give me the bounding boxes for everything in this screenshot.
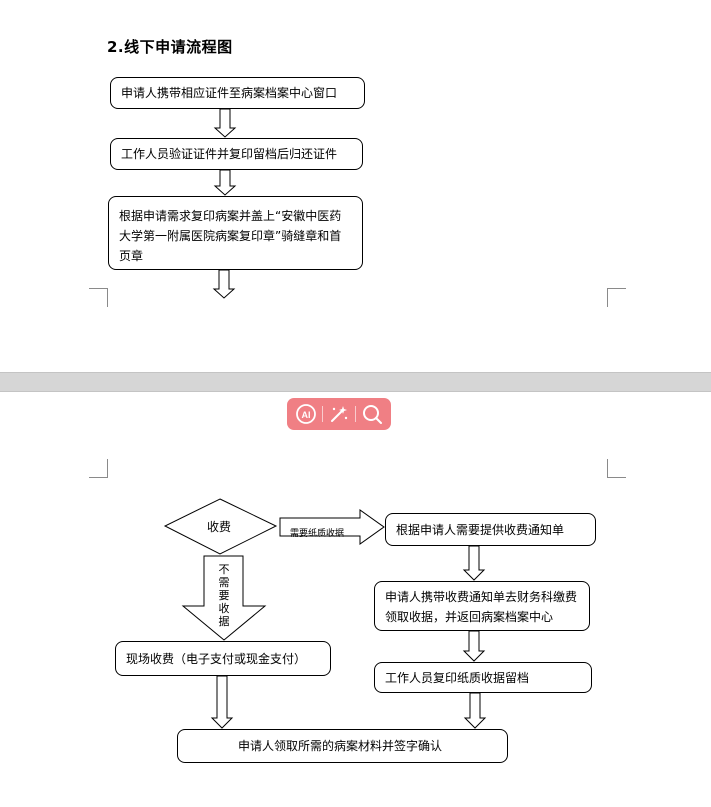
section-heading: 2.线下申请流程图 (107, 38, 233, 56)
flow-step-text: 申请人携带相应证件至病案档案中心窗口 (121, 86, 338, 100)
flow-step-pay-at-finance: 申请人携带收费通知单去财务科缴费领取收据，并返回病案档案中心 (374, 581, 590, 631)
right-branch-arrow (279, 509, 385, 545)
page-corner-mark (89, 459, 108, 478)
flow-step-text: 申请人领取所需的病案材料并签字确认 (238, 739, 443, 753)
branch-label-no-receipt: 不需要收据 (218, 563, 230, 628)
down-arrow-1 (213, 108, 237, 138)
flow-step-text: 申请人携带收费通知单去财务科缴费领取收据，并返回病案档案中心 (385, 590, 578, 624)
search-icon[interactable] (358, 401, 386, 427)
page-corner-mark (607, 288, 626, 307)
page-separator (0, 372, 711, 392)
svg-text:AI: AI (302, 410, 311, 420)
page-corner-mark (89, 288, 108, 307)
floating-toolbar: AI (287, 398, 391, 430)
branch-label-receipt-needed: 需要纸质收据 (290, 529, 345, 539)
down-arrow-2 (213, 169, 237, 196)
down-arrow-l1 (210, 675, 234, 729)
flow-step-text: 现场收费（电子支付或现金支付） (126, 651, 307, 666)
down-branch-arrow (181, 555, 267, 641)
flow-step-text: 根据申请需求复印病案并盖上“安徽中医药大学第一附属医院病案复印章”骑缝章和首页章 (119, 209, 342, 263)
flow-step-copy-receipt: 工作人员复印纸质收据留档 (374, 662, 592, 693)
down-arrow-r1 (462, 545, 486, 581)
flow-step-fee-notice: 根据申请人需要提供收费通知单 (385, 513, 596, 546)
flow-step-text: 根据申请人需要提供收费通知单 (396, 522, 565, 537)
down-arrow-r2 (462, 630, 486, 662)
magic-wand-icon[interactable] (325, 401, 353, 427)
flow-step-text: 工作人员复印纸质收据留档 (385, 670, 530, 685)
decision-label: 收费 (207, 520, 232, 534)
page-corner-mark (607, 459, 626, 478)
flow-step-collect-and-sign: 申请人领取所需的病案材料并签字确认 (177, 729, 508, 763)
decision-diamond (163, 498, 278, 555)
document-page-1: 2.线下申请流程图 申请人携带相应证件至病案档案中心窗口 工作人员验证证件并复印… (0, 0, 711, 372)
flow-step-copy-and-stamp: 根据申请需求复印病案并盖上“安徽中医药大学第一附属医院病案复印章”骑缝章和首页章 (108, 196, 363, 270)
flow-step-onsite-payment: 现场收费（电子支付或现金支付） (115, 641, 331, 676)
flow-step-text: 工作人员验证证件并复印留档后归还证件 (121, 147, 338, 161)
toolbar-divider (322, 406, 323, 422)
flow-step-verify-documents: 工作人员验证证件并复印留档后归还证件 (110, 138, 363, 170)
down-arrow-3 (212, 269, 236, 299)
toolbar-divider (355, 406, 356, 422)
ai-icon[interactable]: AI (292, 401, 320, 427)
down-arrow-r3 (463, 692, 487, 729)
flow-step-bring-documents: 申请人携带相应证件至病案档案中心窗口 (110, 77, 365, 109)
